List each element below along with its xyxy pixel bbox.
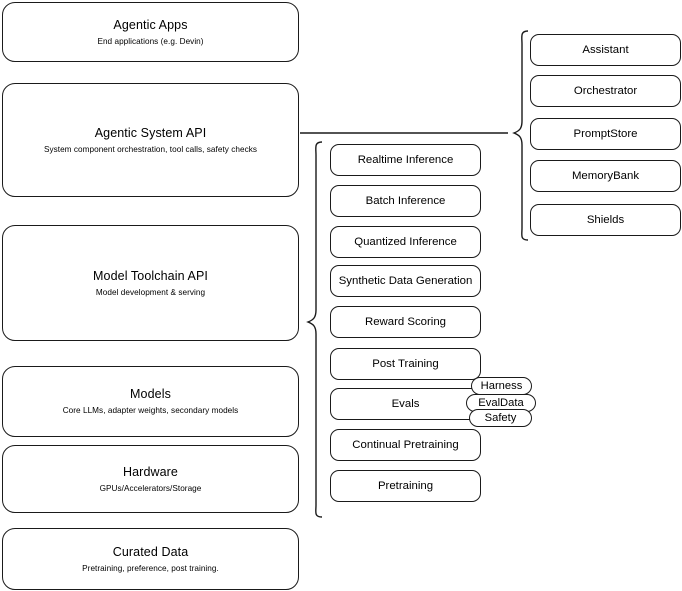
- agentic-item-orchestrator[interactable]: Orchestrator: [530, 75, 681, 107]
- toolchain-item-label: Batch Inference: [365, 195, 446, 207]
- stack-layer-model-toolchain-api[interactable]: Model Toolchain API Model development & …: [2, 225, 299, 341]
- toolchain-item-label: Pretraining: [377, 480, 434, 492]
- toolchain-bracket: [306, 141, 323, 518]
- layer-subtitle: Pretraining, preference, post training.: [82, 563, 219, 573]
- toolchain-item-label: Quantized Inference: [354, 236, 457, 248]
- toolchain-item-label: Post Training: [372, 358, 439, 370]
- toolchain-item-reward-scoring[interactable]: Reward Scoring: [330, 306, 481, 338]
- toolchain-item-post-training[interactable]: Post Training: [330, 348, 481, 380]
- layer-title: Agentic Apps: [113, 17, 188, 32]
- toolchain-item-realtime-inference[interactable]: Realtime Inference: [330, 144, 481, 176]
- stack-layer-agentic-system-api[interactable]: Agentic System API System component orch…: [2, 83, 299, 197]
- toolchain-item-batch-inference[interactable]: Batch Inference: [330, 185, 481, 217]
- stack-layer-agentic-apps[interactable]: Agentic Apps End applications (e.g. Devi…: [2, 2, 299, 62]
- layer-title: Models: [130, 387, 171, 401]
- layer-title: Hardware: [123, 464, 178, 479]
- agentic-item-label: PromptStore: [573, 128, 638, 140]
- stack-layer-hardware[interactable]: Hardware GPUs/Accelerators/Storage: [2, 445, 299, 513]
- layer-subtitle: Model development & serving: [95, 287, 206, 297]
- agentic-item-memorybank[interactable]: MemoryBank: [530, 160, 681, 192]
- evals-badge-label: Harness: [480, 380, 523, 392]
- evals-badge-label: Safety: [484, 412, 517, 424]
- layer-subtitle: System component orchestration, tool cal…: [43, 144, 258, 154]
- agentic-item-label: MemoryBank: [571, 170, 640, 182]
- stack-layer-curated-data[interactable]: Curated Data Pretraining, preference, po…: [2, 528, 299, 590]
- toolchain-item-pretraining[interactable]: Pretraining: [330, 470, 481, 502]
- layer-subtitle: Core LLMs, adapter weights, secondary mo…: [62, 406, 239, 415]
- layer-subtitle: End applications (e.g. Devin): [97, 36, 204, 46]
- agentic-item-label: Assistant: [582, 44, 629, 56]
- layer-title: Curated Data: [112, 544, 189, 559]
- evals-badge-safety[interactable]: Safety: [469, 409, 532, 427]
- layer-title: Model Toolchain API: [93, 268, 208, 283]
- agentic-bracket: [512, 30, 529, 241]
- toolchain-item-quantized-inference[interactable]: Quantized Inference: [330, 226, 481, 258]
- stack-layer-models[interactable]: Models Core LLMs, adapter weights, secon…: [2, 366, 299, 437]
- agentic-item-label: Shields: [586, 214, 625, 226]
- evals-badge-label: EvalData: [478, 397, 524, 409]
- agentic-item-promptstore[interactable]: PromptStore: [530, 118, 681, 150]
- layer-title: Agentic System API: [94, 125, 207, 140]
- layer-subtitle: GPUs/Accelerators/Storage: [99, 483, 202, 493]
- agentic-item-label: Orchestrator: [573, 85, 638, 97]
- toolchain-item-label: Continual Pretraining: [352, 439, 459, 451]
- toolchain-item-label: Reward Scoring: [364, 316, 447, 328]
- agentic-item-shields[interactable]: Shields: [530, 204, 681, 236]
- toolchain-item-evals[interactable]: Evals: [330, 388, 481, 420]
- agentic-item-assistant[interactable]: Assistant: [530, 34, 681, 66]
- toolchain-item-label: Evals: [391, 398, 420, 410]
- toolchain-item-label: Realtime Inference: [357, 154, 454, 166]
- evals-badge-harness[interactable]: Harness: [471, 377, 532, 395]
- toolchain-item-label: Synthetic Data Generation: [338, 275, 473, 287]
- toolchain-item-synthetic-data-generation[interactable]: Synthetic Data Generation: [330, 265, 481, 297]
- toolchain-item-continual-pretraining[interactable]: Continual Pretraining: [330, 429, 481, 461]
